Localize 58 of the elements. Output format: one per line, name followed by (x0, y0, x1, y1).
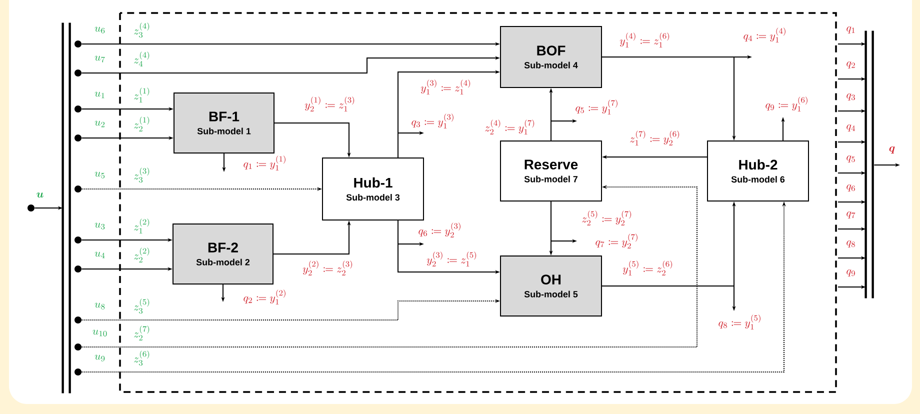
input-dot (74, 70, 82, 76)
edge-label: $z_2^{(4)} \coloneqq y_1^{(7)}$ (484, 119, 536, 135)
edge-label: $\boldsymbol{u}$ (36, 192, 44, 198)
bus-bar (62, 22, 71, 394)
bus-bar (864, 30, 874, 298)
edge-label: $q_3$ (846, 93, 856, 101)
process-box: Hub-1 Sub-model 3 (322, 158, 424, 220)
edge-label: $q_2 \coloneqq y_1^{(2)}$ (242, 289, 288, 305)
process-box: BOF Sub-model 4 (500, 26, 602, 88)
input-dot (74, 344, 82, 350)
edge-label: $q_9$ (846, 269, 856, 277)
edge-label: $q_5 \coloneqq y_1^{(7)}$ (574, 99, 620, 115)
edge-label: $y_1^{(4)} \coloneqq z_1^{(6)}$ (619, 32, 671, 48)
input-dot (74, 106, 82, 112)
variable-label: $z_2^{(2)}$ (133, 247, 151, 263)
edge-label: $y_1^{(5)} \coloneqq z_2^{(6)}$ (622, 260, 674, 276)
process-box: Hub-2 Sub-model 6 (707, 140, 809, 202)
edge-label: $y_1^{(3)} \coloneqq z_1^{(4)}$ (420, 79, 472, 95)
variable-label: $z_1^{(2)}$ (133, 218, 151, 234)
edge-label: $y_2^{(1)} \coloneqq z_1^{(3)}$ (304, 96, 356, 112)
input-dot (74, 134, 82, 142)
input-dot (74, 316, 82, 324)
edge-label: $q_4 \coloneqq y_1^{(4)}$ (742, 27, 788, 43)
edge-label: $q_1$ (846, 26, 856, 34)
edge-label: $y_2^{(2)} \coloneqq z_2^{(3)}$ (302, 260, 354, 276)
variable-label: $z_3^{(4)}$ (133, 22, 151, 38)
variable-label: $z_1^{(1)}$ (133, 87, 151, 103)
variable-label: $z_3^{(3)}$ (133, 167, 151, 183)
edge-label: $q_8 \coloneqq y_1^{(5)}$ (718, 314, 762, 330)
process-box: Reserve Sub-model 7 (500, 140, 602, 202)
edge-label: $q_8$ (846, 240, 856, 248)
input-dot (74, 236, 82, 244)
process-box: BF-2 Sub-model 2 (172, 224, 274, 284)
input-dot (74, 266, 82, 272)
input-dot (74, 368, 82, 376)
edge-label: $q_2$ (846, 61, 856, 69)
edge-label: $q_6$ (846, 184, 856, 192)
edge-label: $q_9 \coloneqq y_1^{(6)}$ (764, 96, 810, 112)
edge-label: $q_5$ (846, 155, 856, 163)
input-dot (28, 204, 34, 212)
edge-label: $z_2^{(5)} \coloneqq y_2^{(7)}$ (581, 210, 633, 226)
input-dot (74, 186, 82, 192)
variable-label: $z_2^{(1)}$ (133, 116, 151, 132)
edge-label: $q_7$ (846, 211, 856, 219)
process-box: OH Sub-model 5 (500, 256, 602, 316)
edge-label: $q_3 \coloneqq y_1^{(3)}$ (410, 113, 456, 129)
variable-label: $z_4^{(4)}$ (133, 51, 151, 67)
variable-label: $z_3^{(6)}$ (133, 350, 151, 366)
input-dot (74, 40, 82, 48)
edge-label: $q_7 \coloneqq y_2^{(7)}$ (594, 233, 640, 249)
edge-label: $y_2^{(3)} \coloneqq z_1^{(5)}$ (426, 251, 478, 267)
variable-label: $z_3^{(5)}$ (133, 298, 151, 314)
edge-label: $z_1^{(7)} \coloneqq y_2^{(6)}$ (629, 130, 681, 146)
process-box: BF-1 Sub-model 1 (174, 92, 274, 154)
edge-label: $q_1 \coloneqq y_1^{(1)}$ (242, 155, 288, 171)
edge-label: $q_6 \coloneqq y_2^{(3)}$ (418, 222, 462, 238)
edge-label: $q_4$ (846, 124, 856, 132)
variable-label: $z_2^{(7)}$ (133, 325, 151, 341)
